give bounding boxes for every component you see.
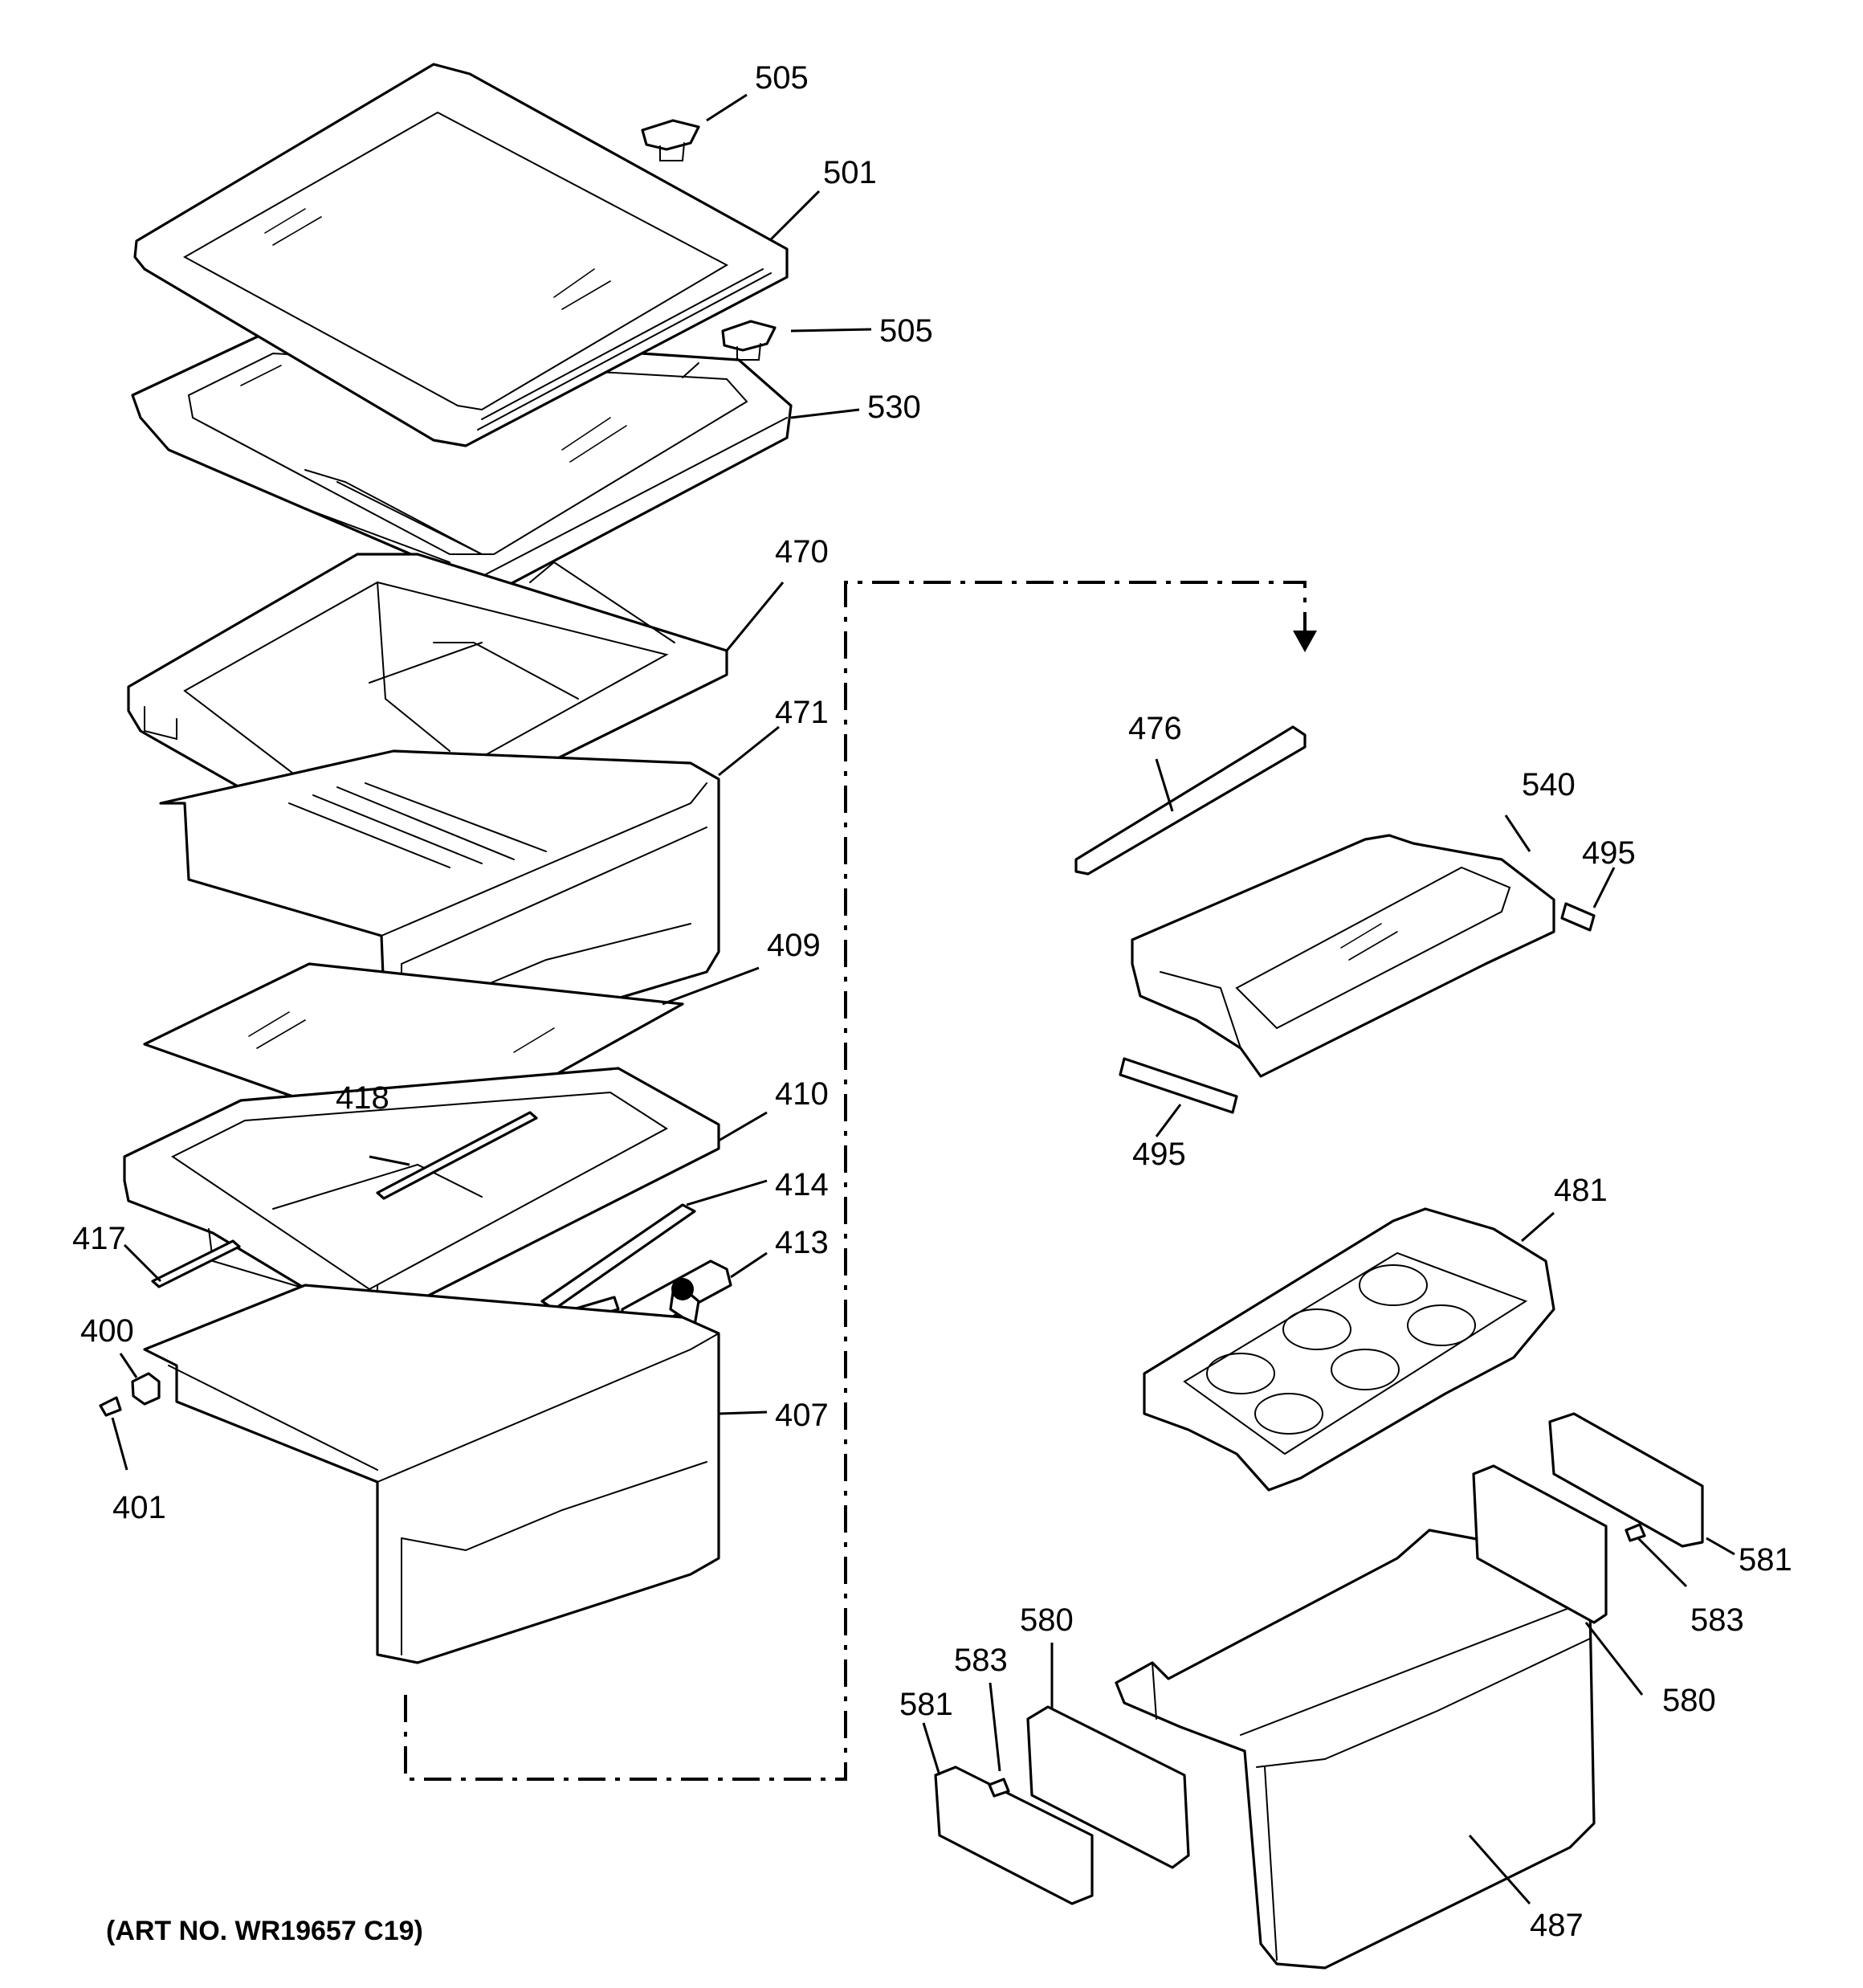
part-487-bin (1115, 1529, 1596, 1970)
label-418: 418 (336, 1080, 389, 1116)
label-583-right: 583 (1690, 1602, 1744, 1638)
leader-lines (111, 93, 1735, 1904)
art-number: (ART NO. WR19657 C19) (106, 1916, 423, 1946)
part-410-lower-drawer-cover (123, 1067, 720, 1323)
label-495-right: 495 (1582, 835, 1636, 871)
part-501-glass-shelf (133, 63, 789, 447)
part-505-shelf-clip-side (721, 320, 777, 361)
label-583-left: 583 (954, 1643, 1008, 1678)
label-471: 471 (775, 695, 829, 730)
part-401-screw (99, 1396, 122, 1417)
connector-line (404, 581, 1317, 1781)
part-540-tray (1131, 834, 1555, 1078)
label-505-side: 505 (879, 313, 933, 349)
part-481-egg-tray (1143, 1207, 1555, 1492)
part-418-strip (376, 1111, 538, 1200)
label-414: 414 (775, 1167, 829, 1202)
part-400-knob (131, 1372, 161, 1406)
label-505-top: 505 (755, 60, 809, 96)
part-476-strip (1074, 725, 1307, 876)
label-400: 400 (80, 1313, 134, 1349)
label-487: 487 (1530, 1908, 1584, 1943)
label-407: 407 (775, 1398, 829, 1433)
part-407-crisper-drawer (143, 1284, 720, 1664)
part-583-screw-left (988, 1778, 1010, 1798)
part-530-shelf-frame (131, 328, 793, 588)
label-540: 540 (1522, 767, 1576, 802)
label-580-right: 580 (1662, 1683, 1716, 1718)
label-530: 530 (867, 390, 921, 425)
part-581-bracket-right (1548, 1412, 1704, 1548)
label-476: 476 (1128, 711, 1182, 746)
part-417-rod (151, 1239, 241, 1288)
label-401: 401 (112, 1490, 166, 1525)
part-580-bracket-left (1026, 1705, 1190, 1869)
part-495-rail-right (1560, 902, 1596, 932)
part-505-shelf-clip-top (641, 119, 700, 161)
part-580-bracket-right (1472, 1464, 1608, 1624)
label-495-left: 495 (1132, 1137, 1186, 1172)
label-481: 481 (1554, 1173, 1608, 1208)
part-581-bracket-left (934, 1766, 1094, 1905)
label-501: 501 (823, 155, 877, 190)
label-410: 410 (775, 1076, 829, 1112)
part-583-screw-right (1625, 1523, 1646, 1542)
label-581-right: 581 (1739, 1542, 1792, 1578)
part-471-upper-drawer (159, 749, 720, 1054)
label-580-left: 580 (1020, 1602, 1074, 1638)
part-495-rail-left (1119, 1057, 1238, 1114)
label-417: 417 (72, 1221, 126, 1256)
part-labels: 505 501 505 530 470 471 409 418 410 414 … (72, 60, 1792, 1943)
label-581-left: 581 (899, 1687, 953, 1722)
label-409: 409 (767, 928, 821, 963)
label-413: 413 (775, 1225, 829, 1260)
label-470: 470 (775, 534, 829, 569)
